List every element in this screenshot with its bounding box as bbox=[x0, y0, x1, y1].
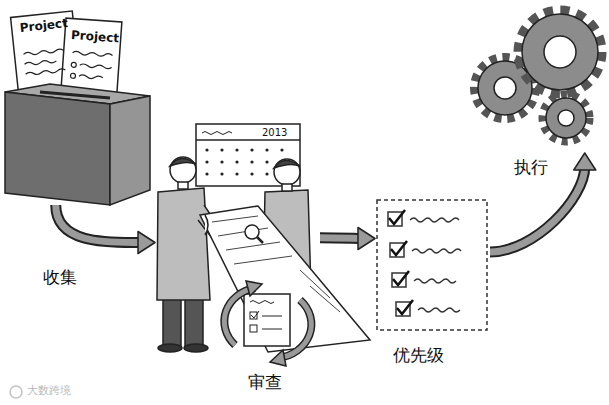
priority-checklist bbox=[377, 200, 487, 330]
arrow-head bbox=[138, 232, 155, 254]
calendar-year: 2013 bbox=[262, 127, 287, 138]
stage-label: 执行 bbox=[514, 157, 548, 178]
arrow-head bbox=[358, 228, 375, 250]
stage-label: 收集 bbox=[43, 267, 77, 288]
arrow-head bbox=[574, 153, 596, 170]
reviewer-left bbox=[157, 157, 222, 352]
arrow-outline bbox=[490, 167, 585, 252]
calendar bbox=[196, 124, 300, 186]
execution-gears bbox=[475, 11, 601, 141]
stage-group: 优先级 bbox=[375, 198, 490, 333]
stage-group: 执行 bbox=[470, 8, 605, 153]
arrow-body bbox=[490, 167, 585, 252]
flow-arrow bbox=[320, 228, 375, 250]
watermark: 大数跨境 bbox=[27, 385, 71, 397]
stage-group: 审查 bbox=[155, 125, 320, 360]
review-scroll bbox=[200, 206, 370, 352]
arrow-outline bbox=[320, 232, 361, 244]
arrow-body bbox=[56, 205, 141, 243]
stage-label: 审查 bbox=[248, 372, 282, 393]
stage-label: 优先级 bbox=[393, 345, 444, 366]
review-cycle bbox=[224, 281, 311, 366]
watermark-logo bbox=[10, 386, 22, 398]
arrow-outline bbox=[56, 205, 141, 243]
flow-arrow bbox=[490, 153, 596, 252]
collection-box bbox=[5, 84, 150, 205]
flow-arrow bbox=[56, 205, 155, 254]
arrow-body bbox=[320, 234, 361, 242]
